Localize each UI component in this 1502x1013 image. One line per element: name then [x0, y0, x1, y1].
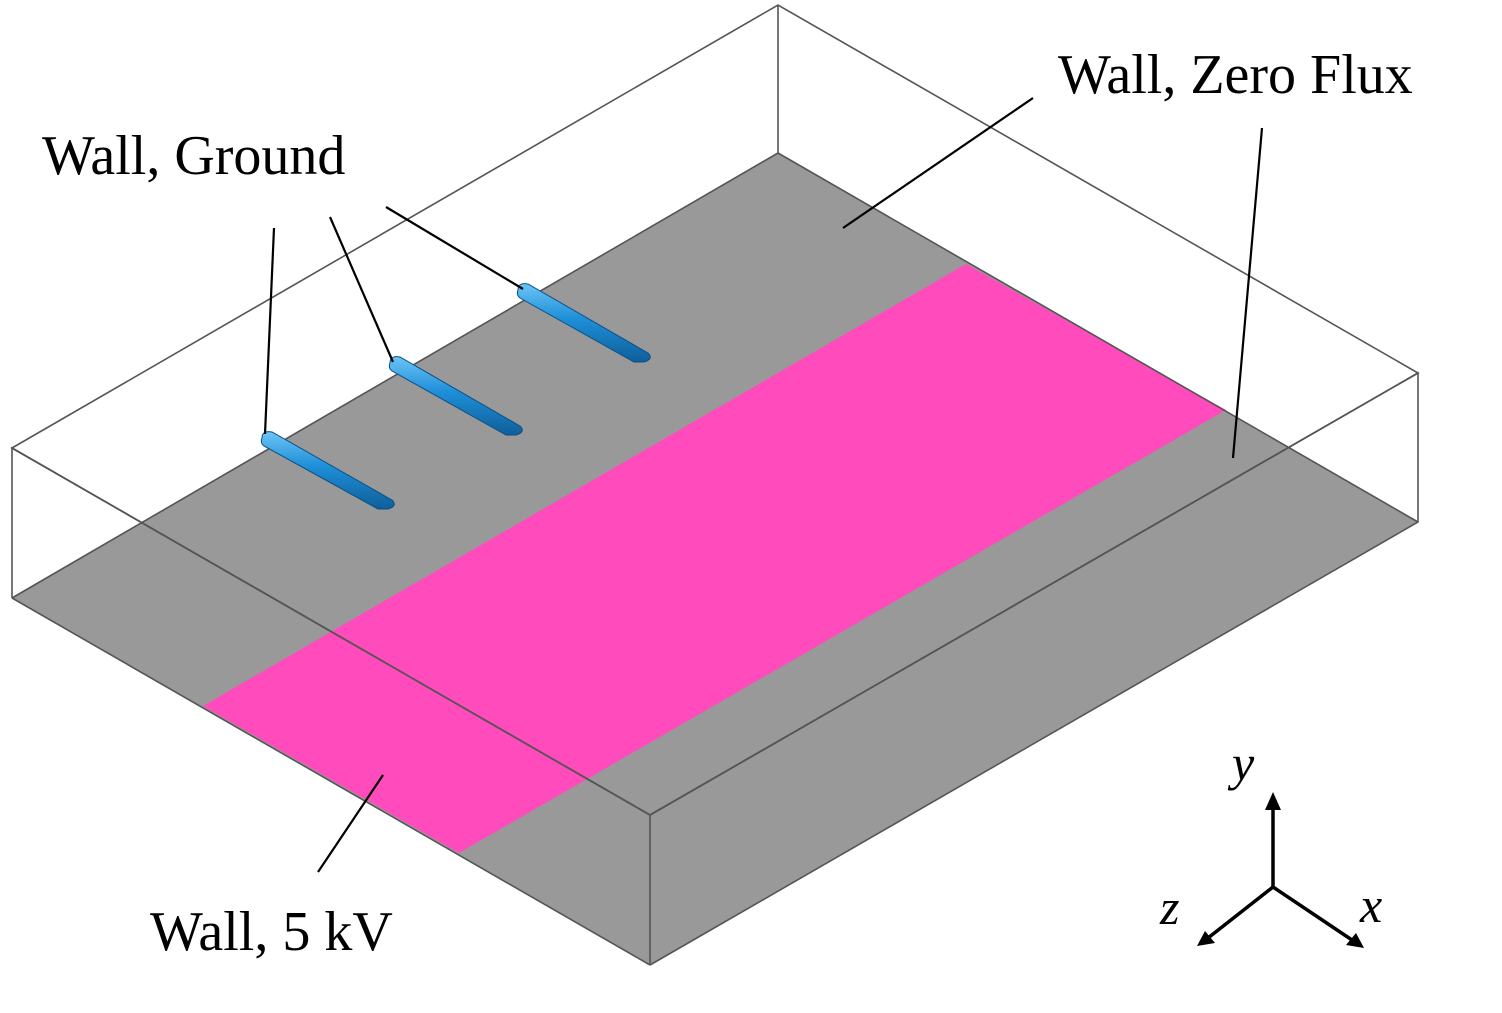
axis-label-z: z: [1160, 879, 1180, 935]
floor-line-back-left: [11, 152, 779, 599]
leader-ground-1: [263, 227, 276, 435]
leader-zero-flux-1: [842, 97, 1034, 229]
axis-triad: [1197, 792, 1364, 948]
ground-electrode-2: [388, 356, 523, 436]
axis-label-x: x: [1360, 877, 1383, 933]
leader-ground-3: [385, 206, 524, 290]
label-wall-zero-flux: Wall, Zero Flux: [1058, 44, 1413, 106]
box-outline-top: [10, 4, 1420, 816]
floor-line-front: [11, 597, 651, 966]
label-wall-ground: Wall, Ground: [42, 125, 346, 187]
label-wall-5kv: Wall, 5 kV: [150, 901, 393, 963]
axis-label-y: y: [1232, 735, 1255, 791]
leader-zero-flux-2: [1231, 127, 1264, 459]
leader-5kv: [317, 774, 384, 873]
ground-electrode-3: [516, 283, 651, 363]
leader-ground-2: [328, 216, 395, 363]
floor-line-back-right: [777, 152, 1419, 523]
